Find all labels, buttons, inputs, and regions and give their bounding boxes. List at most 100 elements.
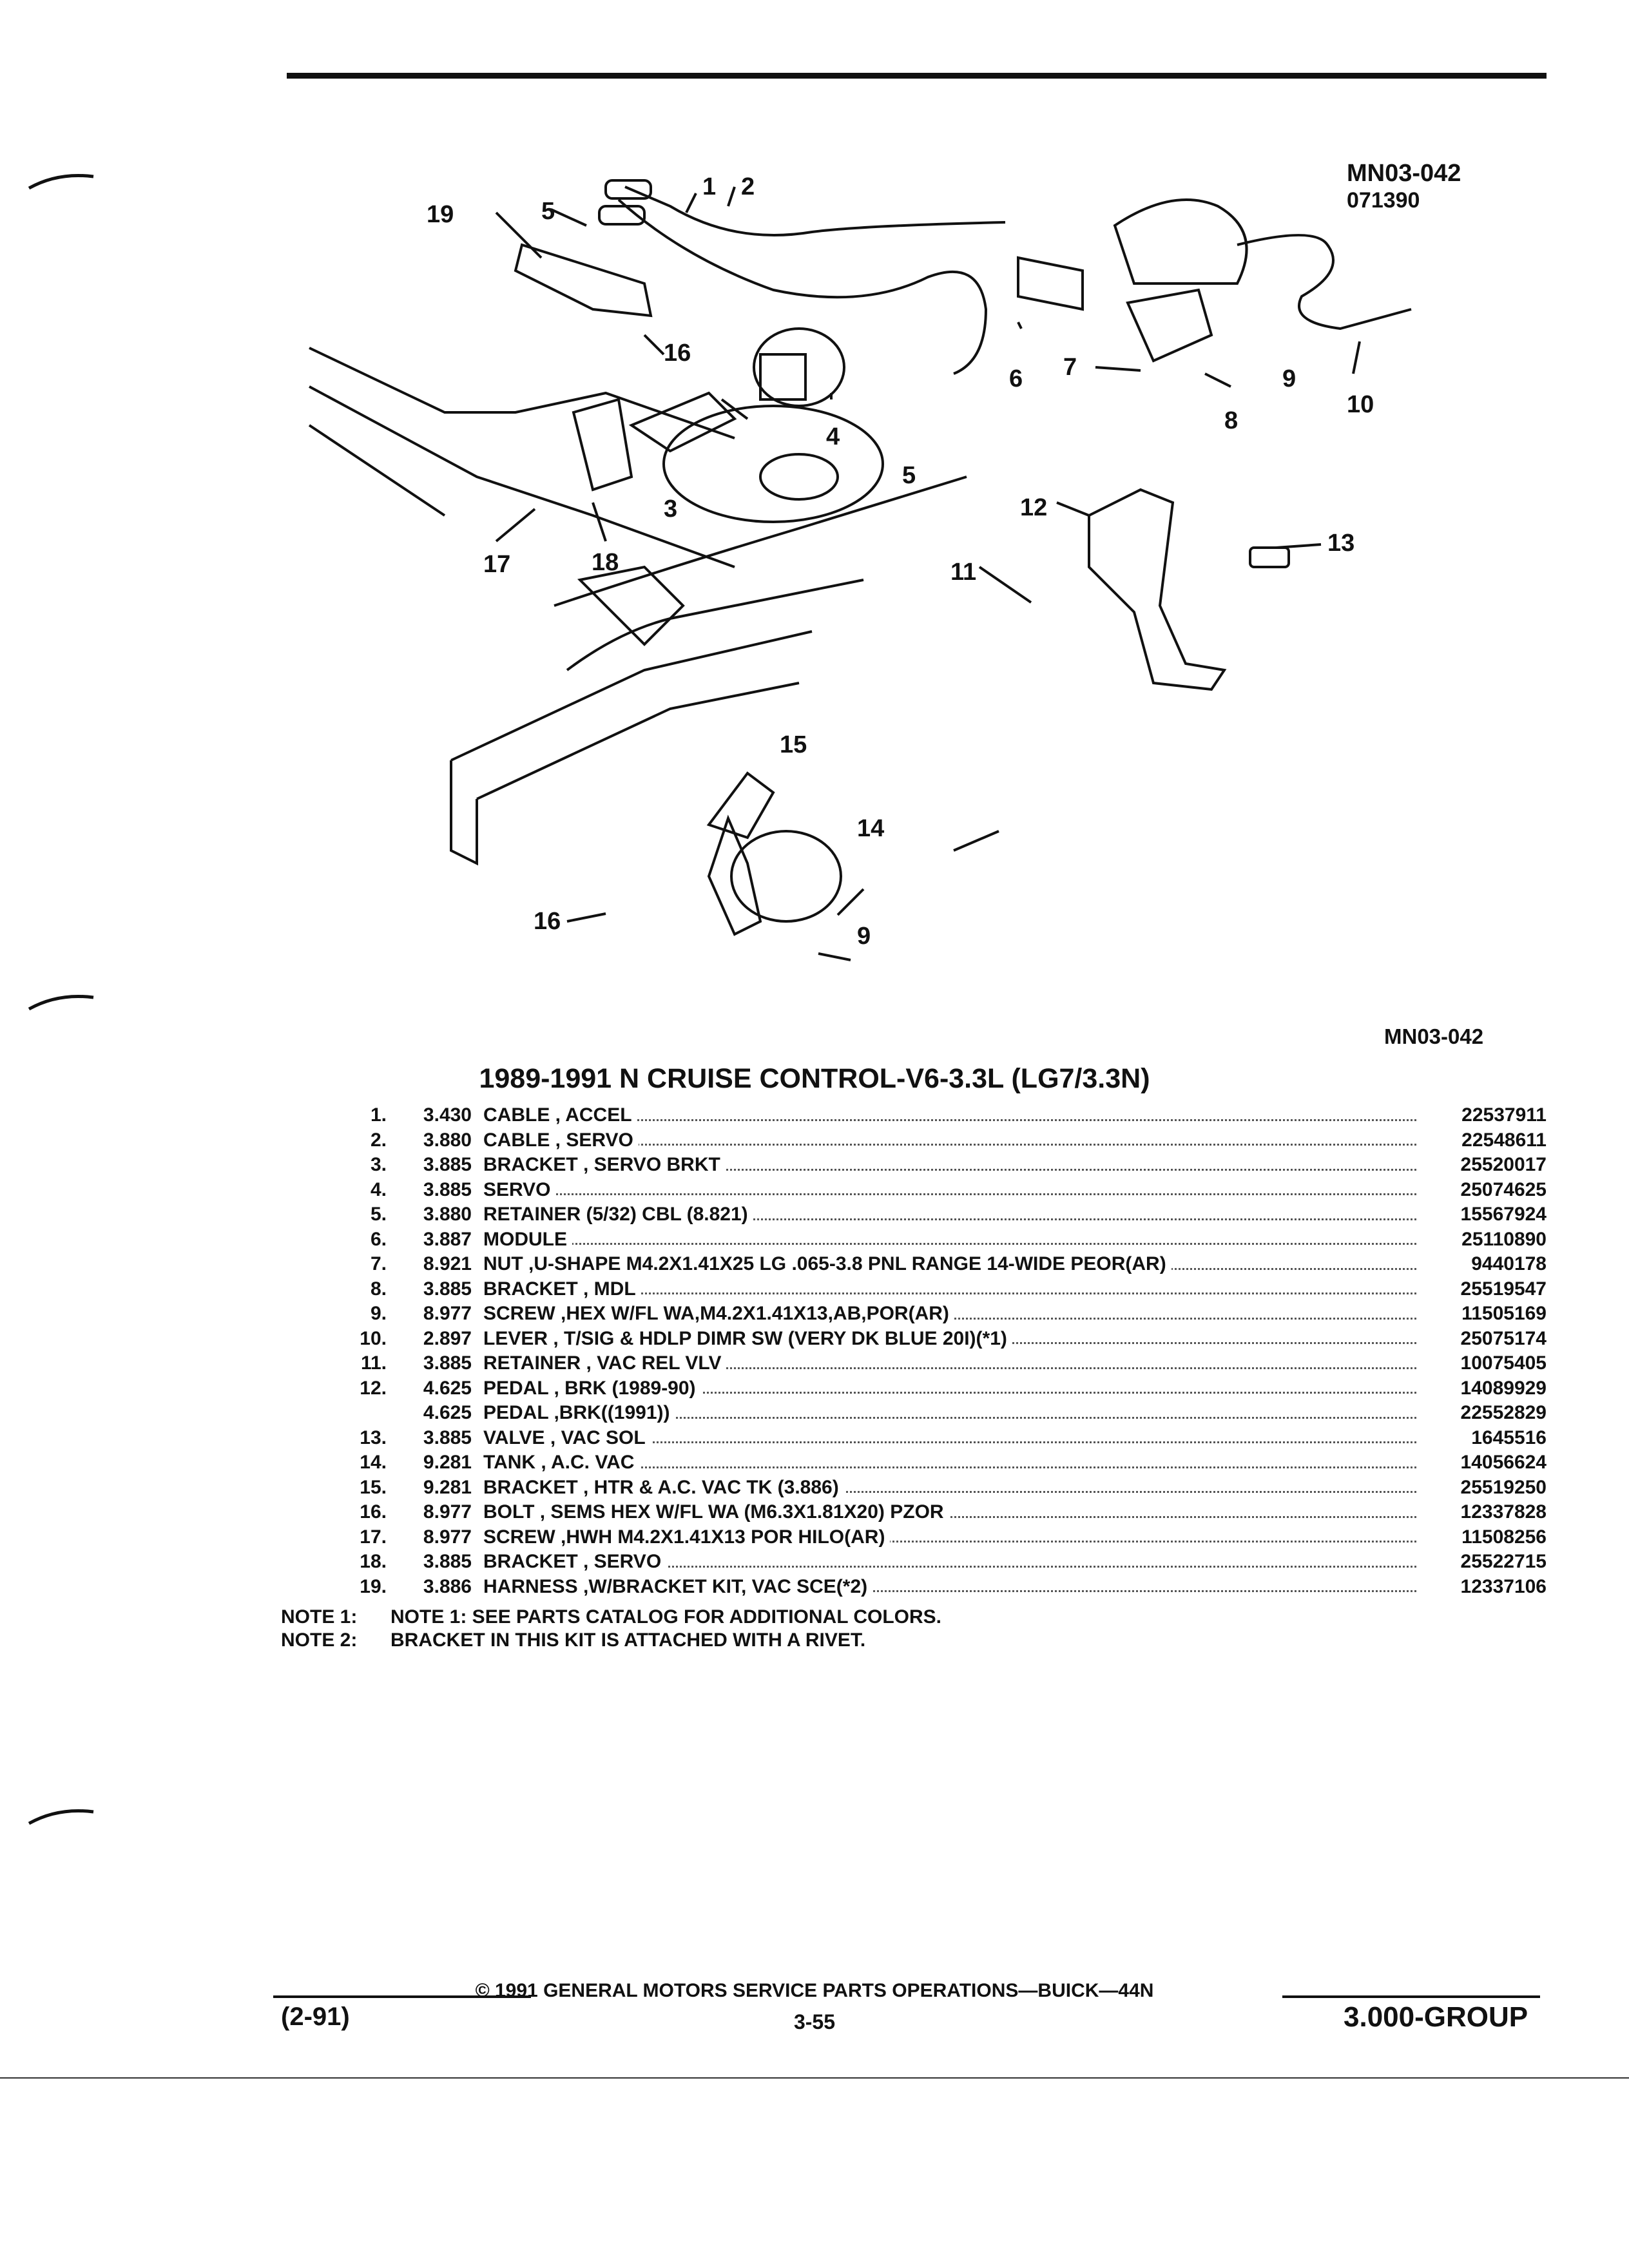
item-number: 3. [370, 1154, 387, 1175]
part-number: 9440178 [1471, 1253, 1547, 1274]
part-description: SERVO [483, 1178, 1424, 1203]
group-code: 2.897 [423, 1327, 472, 1349]
item-number: 16. [360, 1501, 387, 1523]
footer-rule [1282, 1995, 1540, 1998]
part-number: 25519547 [1460, 1278, 1547, 1300]
part-number: 15567924 [1460, 1204, 1547, 1225]
group-code: 8.977 [423, 1526, 472, 1548]
figure-date-code: 071390 [1347, 188, 1420, 213]
part-description-text: RETAINER , VAC REL VLV [483, 1352, 727, 1374]
part-description: LEVER , T/SIG & HDLP DIMR SW (VERY DK BL… [483, 1327, 1424, 1352]
figure-reference-top: MN03-042 071390 [1347, 160, 1461, 214]
item-number: 9. [370, 1303, 387, 1324]
part-description-text: CABLE , ACCEL [483, 1104, 637, 1126]
callout-12: 12 [1020, 494, 1047, 521]
part-number: 1645516 [1471, 1427, 1547, 1448]
callout-19: 19 [427, 201, 454, 228]
part-number: 22552829 [1460, 1402, 1547, 1423]
group-code: 3.885 [423, 1178, 472, 1200]
parts-row: 19. 3.886 HARNESS ,W/BRACKET KIT, VAC SCE(… [335, 1575, 1547, 1600]
group-code: 9.281 [423, 1452, 472, 1473]
callout-18: 18 [592, 549, 619, 576]
part-description: CABLE , ACCEL [483, 1103, 1424, 1128]
note-row: NOTE 2: BRACKET IN THIS KIT IS ATTACHED W… [281, 1629, 941, 1652]
callout-15: 15 [780, 731, 807, 758]
part-description-text: PEDAL ,BRK((1991)) [483, 1402, 675, 1423]
callout-5b: 5 [902, 462, 916, 489]
part-description-text: BRACKET , MDL [483, 1278, 641, 1300]
copyright: © 1991 GENERAL MOTORS SERVICE PARTS OPER… [475, 1980, 1154, 2001]
item-number: 18. [360, 1551, 387, 1572]
part-description-text: BOLT , SEMS HEX W/FL WA (M6.3X1.81X20) P… [483, 1501, 949, 1523]
callout-1: 1 [702, 173, 716, 200]
item-number: 2. [370, 1129, 387, 1151]
part-description: BRACKET , SERVO BRKT [483, 1153, 1424, 1178]
footer-rule [273, 1995, 531, 1998]
item-number: 4. [370, 1178, 387, 1200]
part-description: BRACKET , HTR & A.C. VAC TK (3.886) [483, 1475, 1424, 1501]
callout-17: 17 [483, 551, 510, 578]
group-code: 3.885 [423, 1551, 472, 1572]
part-description-text: NUT ,U-SHAPE M4.2X1.41X25 LG .065-3.8 PN… [483, 1253, 1171, 1274]
part-description-text: TANK , A.C. VAC [483, 1452, 640, 1473]
group-code: 9.281 [423, 1476, 472, 1498]
part-description-text: SCREW ,HWH M4.2X1.41X13 POR HILO(AR) [483, 1526, 891, 1548]
part-description-text: PEDAL , BRK (1989-90) [483, 1377, 701, 1399]
part-number: 25520017 [1460, 1154, 1547, 1175]
part-description: RETAINER , VAC REL VLV [483, 1351, 1424, 1376]
part-number: 25110890 [1461, 1228, 1547, 1250]
part-number: 22537911 [1461, 1104, 1547, 1126]
part-description-text: BRACKET , SERVO BRKT [483, 1154, 726, 1175]
part-description: VALVE , VAC SOL [483, 1426, 1424, 1451]
part-number: 25074625 [1460, 1178, 1547, 1200]
group-code: 3.885 [423, 1278, 472, 1300]
note-text: NOTE 1: SEE PARTS CATALOG FOR ADDITIONAL… [390, 1606, 942, 1628]
part-description-text: CABLE , SERVO [483, 1129, 639, 1151]
diagram-linework [308, 179, 1412, 961]
part-number: 11508256 [1461, 1526, 1547, 1548]
part-description-text: HARNESS ,W/BRACKET KIT, VAC SCE(*2) [483, 1575, 873, 1597]
part-number: 10075405 [1460, 1352, 1547, 1374]
page-number: 3-55 [793, 2010, 836, 2033]
item-number: 14. [360, 1452, 387, 1473]
part-description: PEDAL , BRK (1989-90) [483, 1376, 1424, 1401]
part-number: 12337828 [1460, 1501, 1547, 1523]
callout-11: 11 [950, 559, 976, 586]
note-text: BRACKET IN THIS KIT IS ATTACHED WITH A R… [390, 1629, 866, 1651]
item-number: 12. [360, 1377, 387, 1399]
part-description: HARNESS ,W/BRACKET KIT, VAC SCE(*2) [483, 1575, 1424, 1600]
callout-7: 7 [1063, 354, 1077, 381]
group-code: 3.880 [423, 1204, 472, 1225]
group-code: 3.885 [423, 1154, 472, 1175]
item-number: 7. [370, 1253, 387, 1274]
part-description: BRACKET , SERVO [483, 1550, 1424, 1575]
bottom-rule [0, 2077, 1629, 2079]
callout-8: 8 [1224, 407, 1238, 434]
part-description: BOLT , SEMS HEX W/FL WA (M6.3X1.81X20) P… [483, 1500, 1424, 1525]
margin-mark [28, 1809, 94, 1825]
part-number: 25519250 [1460, 1476, 1547, 1498]
part-description-text: SERVO [483, 1178, 556, 1200]
part-description-text: MODULE [483, 1228, 572, 1250]
part-description: NUT ,U-SHAPE M4.2X1.41X25 LG .065-3.8 PN… [483, 1252, 1424, 1277]
callout-5: 5 [541, 198, 555, 225]
note-label: NOTE 2: [281, 1629, 358, 1651]
group-code: 3.886 [423, 1575, 472, 1597]
callout-9: 9 [1282, 365, 1296, 392]
callout-2: 2 [741, 173, 755, 200]
group-label: 3.000-GROUP [1344, 2001, 1528, 2033]
part-description-text: RETAINER (5/32) CBL (8.821) [483, 1204, 753, 1225]
callout-13: 13 [1327, 530, 1354, 557]
group-code: 8.921 [423, 1253, 472, 1274]
figure-code: MN03-042 [1347, 160, 1461, 187]
part-description: CABLE , SERVO [483, 1128, 1424, 1153]
parts-row: 3. 3.885 BRACKET , SERVO BRKT 25520017 [335, 1153, 1547, 1178]
item-number: 19. [360, 1575, 387, 1597]
